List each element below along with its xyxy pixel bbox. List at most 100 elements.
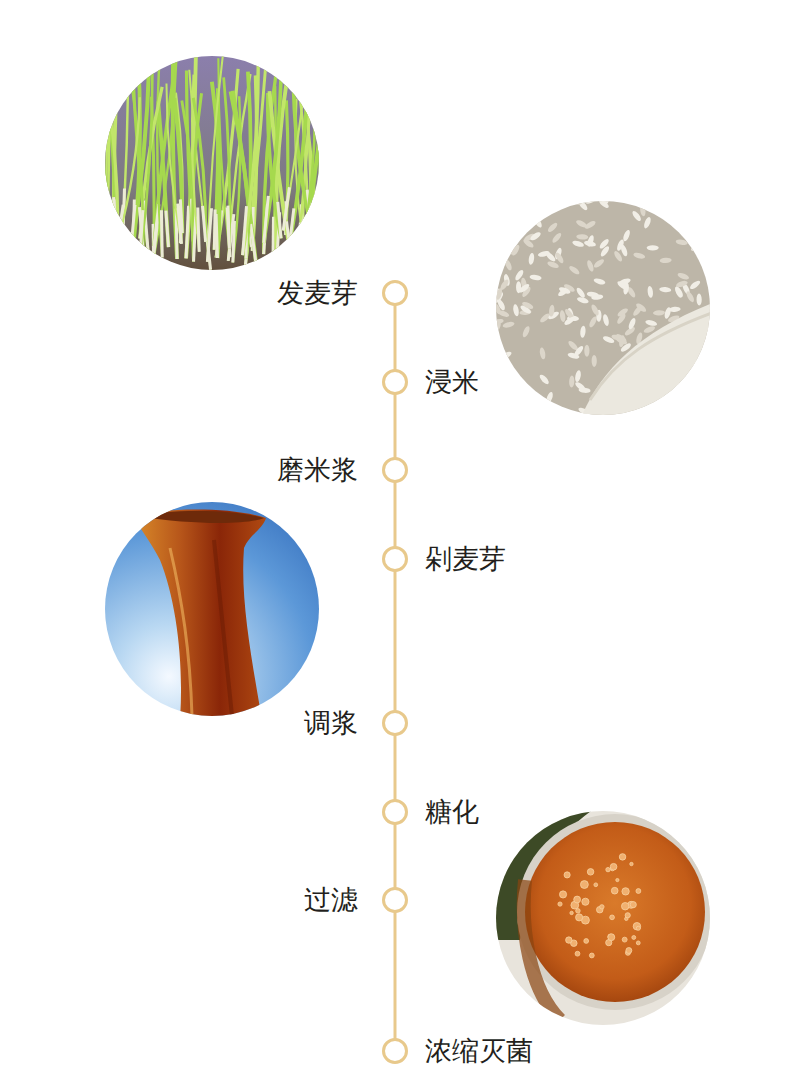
sprout-blade [89,58,100,267]
sprout-photo [87,46,337,280]
rice-grain [497,231,504,244]
rice-grain [491,407,504,415]
sprout-stem [264,196,269,243]
sprout-blade [193,98,205,242]
sprout-blade [140,60,153,260]
rice-grain [627,317,637,330]
rice-grain [526,413,539,422]
rice-grain [488,307,494,319]
sprout-blade [212,82,220,258]
sprout-stem [278,202,281,238]
timeline-step: 浸米 [382,365,479,399]
rice-grain [522,238,535,249]
sprout-stem [303,216,309,264]
syrup-surface [525,822,705,1002]
rice-grain [677,272,690,281]
syrup-bubble [626,948,632,954]
rice-grain [667,409,680,418]
sprout-stem [228,206,229,249]
step-marker [382,280,408,306]
rice-grain [559,310,566,323]
step-label: 剁麦芽 [425,542,506,576]
candy-highlight [170,548,192,716]
rice-group [484,189,726,431]
rice-grain [516,385,529,397]
rice-grain [681,224,692,237]
timeline-connector [394,305,397,370]
rice-grain [520,394,533,404]
marker-ring [384,282,407,305]
syrup-bubble [625,913,630,918]
rice-grain [695,245,704,258]
rice-grain [526,201,538,207]
rice-grain [538,202,551,210]
sprout-blade [153,54,177,262]
sprout-blade [243,59,259,255]
rice-grain [700,203,712,215]
step-marker [382,887,408,913]
rice-grain [691,410,704,421]
syrup-bubble [610,863,617,870]
step-marker [382,546,408,572]
rice-grain [699,418,708,431]
sprout-stem [299,220,303,263]
sprout-stem [186,206,188,259]
step-label: 磨米浆 [277,453,358,487]
sprout-stem [318,210,319,260]
timeline-connector [394,482,397,547]
rice-grain [665,193,678,202]
rice-grain [529,231,542,242]
sprout-stem [118,205,124,241]
rice-grain [521,301,534,311]
rice-grain [508,393,515,406]
step-marker [382,710,408,736]
rice-grain [546,221,558,233]
rice-grain [690,240,702,252]
rice-grain [688,380,701,387]
rice-grain [521,325,531,338]
rice-grain [713,315,726,324]
rice-grain [693,231,699,243]
marker-ring [384,1040,407,1063]
rice-grain [680,195,693,202]
jar-rim [517,814,713,1010]
sprout-stem [289,208,294,247]
rice-grain [681,395,693,408]
rice-grain [592,355,597,367]
sprout-stem [108,195,113,232]
timeline-step: 糖化 [382,795,479,829]
rice-grain [492,302,502,315]
rice-grain [674,286,685,299]
syrup-bubble [630,862,633,865]
rice-grain [538,373,550,385]
timeline-step: 剁麦芽 [382,542,506,576]
rice-grain [586,259,595,272]
rice-grain [577,199,589,211]
sprout-blade [224,77,230,248]
rice-grain [709,290,715,302]
sprout-stem [166,211,169,247]
rice-grain [704,399,716,405]
rice-grain [702,226,714,238]
rice-grain [657,209,669,222]
rice-grain [545,414,558,426]
rice-grain [547,414,559,420]
timeline-step: 浓缩灭菌 [382,1034,533,1068]
rice-grain [613,250,624,263]
rice-grain [647,245,659,250]
rice-grain [701,351,713,363]
sprout-blade [101,50,118,247]
rice-grain [574,381,587,392]
rice-grain [633,252,646,260]
sprout-blade [118,97,140,240]
sprout-stem [216,214,217,258]
rice-grain [668,306,680,312]
rice-grain [484,271,497,278]
rice-grain [503,402,515,414]
sprout-blade [166,83,181,243]
rice-grain [708,416,721,427]
syrup-bubble [606,867,610,871]
rice-grain [693,406,700,419]
sprout-stem [130,205,135,258]
step-label: 糖化 [425,795,479,829]
